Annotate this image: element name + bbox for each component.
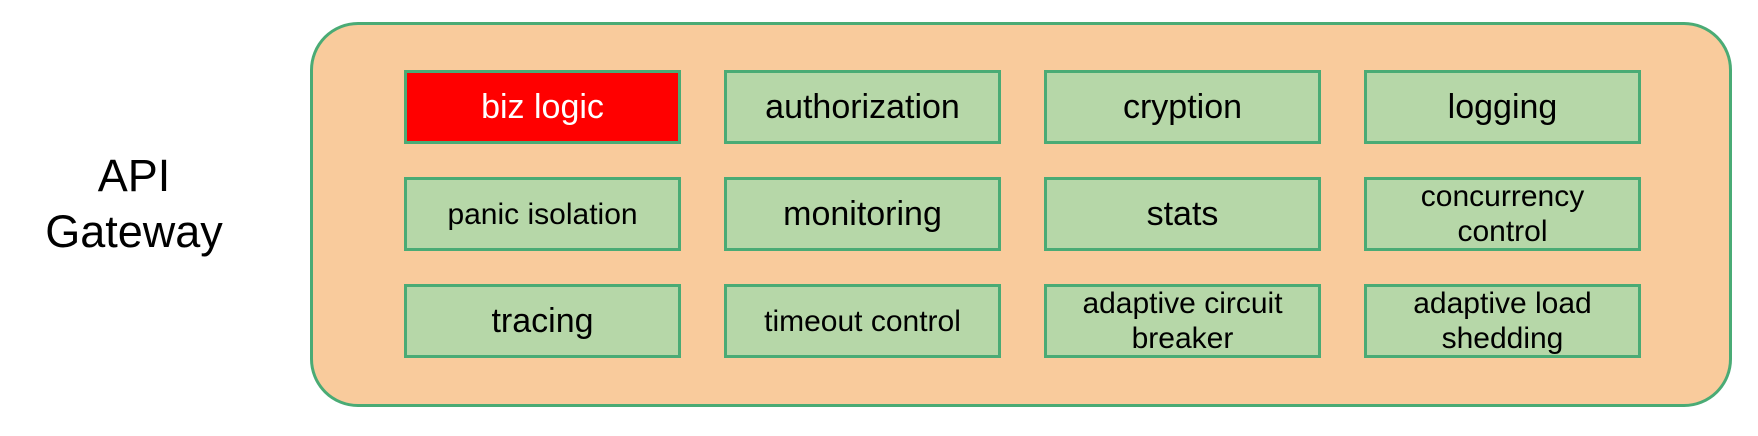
module-box-adaptive-load-shedding[interactable]: adaptive load shedding — [1364, 284, 1641, 358]
module-box-biz-logic[interactable]: biz logic — [404, 70, 681, 144]
module-box-stats[interactable]: stats — [1044, 177, 1321, 251]
module-box-concurrency-control[interactable]: concurrency control — [1364, 177, 1641, 251]
module-box-tracing[interactable]: tracing — [404, 284, 681, 358]
module-box-cryption[interactable]: cryption — [1044, 70, 1321, 144]
module-box-timeout-control[interactable]: timeout control — [724, 284, 1001, 358]
module-box-panic-isolation[interactable]: panic isolation — [404, 177, 681, 251]
api-gateway-label: API Gateway — [45, 150, 223, 257]
module-grid: biz logic authorization cryption logging pan… — [404, 70, 1646, 358]
module-box-authorization[interactable]: authorization — [724, 70, 1001, 144]
api-gateway-container: biz logic authorization cryption logging pan… — [310, 22, 1732, 407]
module-box-monitoring[interactable]: monitoring — [724, 177, 1001, 251]
module-box-logging[interactable]: logging — [1364, 70, 1641, 144]
module-box-adaptive-circuit-breaker[interactable]: adaptive circuit breaker — [1044, 284, 1321, 358]
